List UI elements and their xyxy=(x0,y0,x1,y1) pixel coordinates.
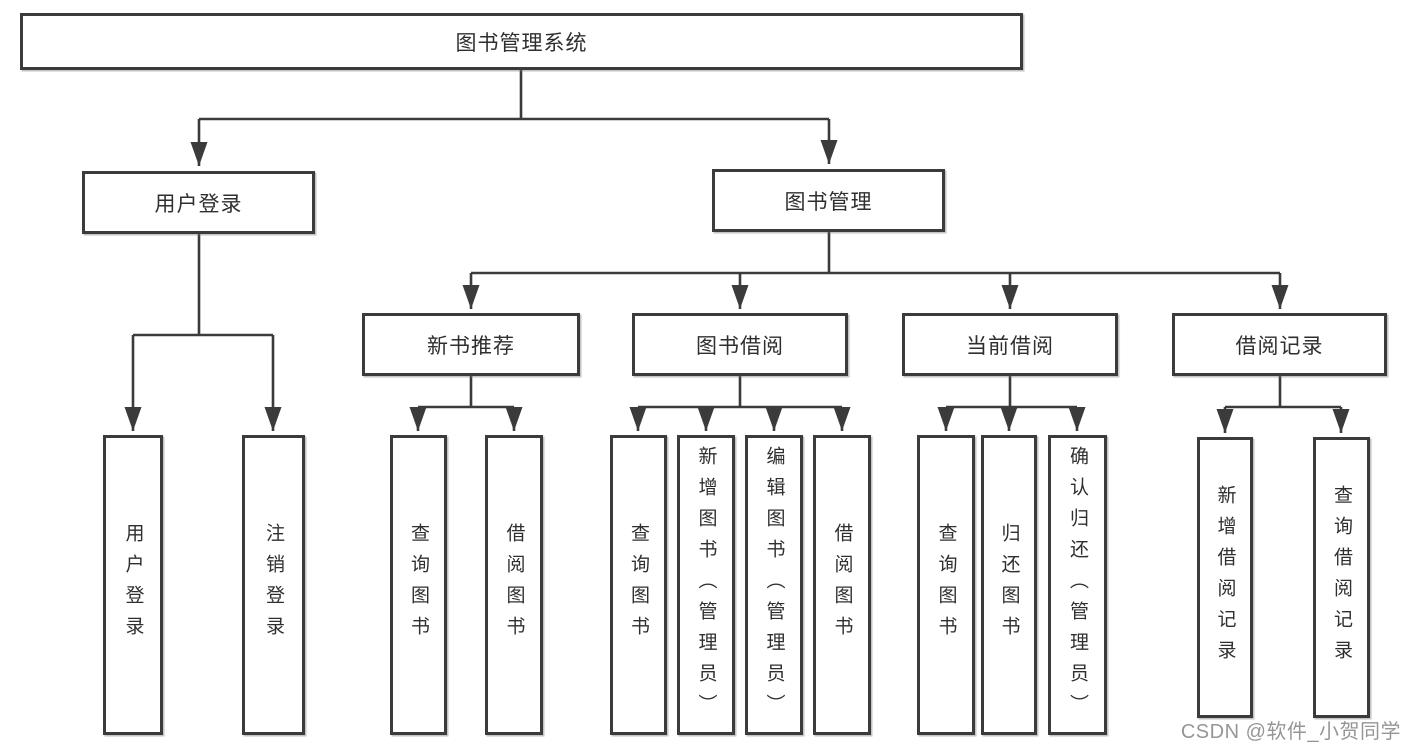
node-current-borrow: 当前借阅 xyxy=(902,313,1118,376)
leaf-add-borrow-record: 新增借阅记录 xyxy=(1197,437,1253,718)
node-new-book-recommend: 新书推荐 xyxy=(362,313,580,376)
node-book-borrow: 图书借阅 xyxy=(632,313,848,376)
node-label: 图书管理 xyxy=(784,190,873,214)
node-label: 借阅图书 xyxy=(503,523,525,647)
node-label: 查询图书 xyxy=(935,523,957,647)
leaf-edit-book-admin: 编辑图书（管理员） xyxy=(745,435,803,735)
connector-current-borrow-split xyxy=(946,376,1077,409)
leaf-user-login: 用户登录 xyxy=(103,435,163,735)
node-label: 新增图书（管理员） xyxy=(695,445,717,725)
leaf-query-borrow-record: 查询借阅记录 xyxy=(1313,437,1370,718)
node-user-login: 用户登录 xyxy=(82,171,315,234)
node-label: 编辑图书（管理员） xyxy=(763,445,785,725)
node-label: 借阅记录 xyxy=(1235,334,1324,358)
leaf-borrow-books-recommend: 借阅图书 xyxy=(485,435,543,735)
leaf-query-books-borrow: 查询图书 xyxy=(610,435,667,735)
node-label: 图书管理系统 xyxy=(455,31,588,55)
leaf-confirm-return-admin: 确认归还（管理员） xyxy=(1048,435,1107,735)
node-label: 新增借阅记录 xyxy=(1214,484,1236,671)
node-label: 查询借阅记录 xyxy=(1331,484,1352,671)
leaf-borrow-books: 借阅图书 xyxy=(813,435,871,735)
connector-book-borrow-split xyxy=(638,376,842,409)
connector-root-split xyxy=(199,70,829,121)
node-label: 注销登录 xyxy=(263,523,284,647)
leaf-add-book-admin: 新增图书（管理员） xyxy=(677,435,735,735)
leaf-query-books-current: 查询图书 xyxy=(917,435,975,735)
node-label: 归还图书 xyxy=(998,523,1020,647)
node-borrow-records: 借阅记录 xyxy=(1172,313,1387,376)
node-label: 图书借阅 xyxy=(696,334,784,358)
leaf-return-book: 归还图书 xyxy=(981,435,1037,735)
leaf-logout: 注销登录 xyxy=(242,435,305,735)
node-label: 用户登录 xyxy=(154,192,243,216)
connector-borrow-records-split xyxy=(1225,376,1341,409)
connector-new-book-split xyxy=(418,376,514,409)
connector-book-management-split xyxy=(471,232,1280,275)
connector-user-login-split xyxy=(133,234,273,337)
csdn-watermark: CSDN @软件_小贺同学 xyxy=(1180,721,1401,743)
node-label: 确认归还（管理员） xyxy=(1067,445,1088,725)
node-label: 查询图书 xyxy=(628,523,649,647)
node-label: 查询图书 xyxy=(408,523,429,647)
node-label: 用户登录 xyxy=(122,523,144,647)
node-book-management: 图书管理 xyxy=(712,169,945,232)
node-library-management-system: 图书管理系统 xyxy=(20,13,1023,70)
leaf-query-books-recommend: 查询图书 xyxy=(390,435,447,735)
node-label: 借阅图书 xyxy=(831,523,853,647)
node-label: 新书推荐 xyxy=(427,334,515,358)
node-label: 当前借阅 xyxy=(966,334,1054,358)
